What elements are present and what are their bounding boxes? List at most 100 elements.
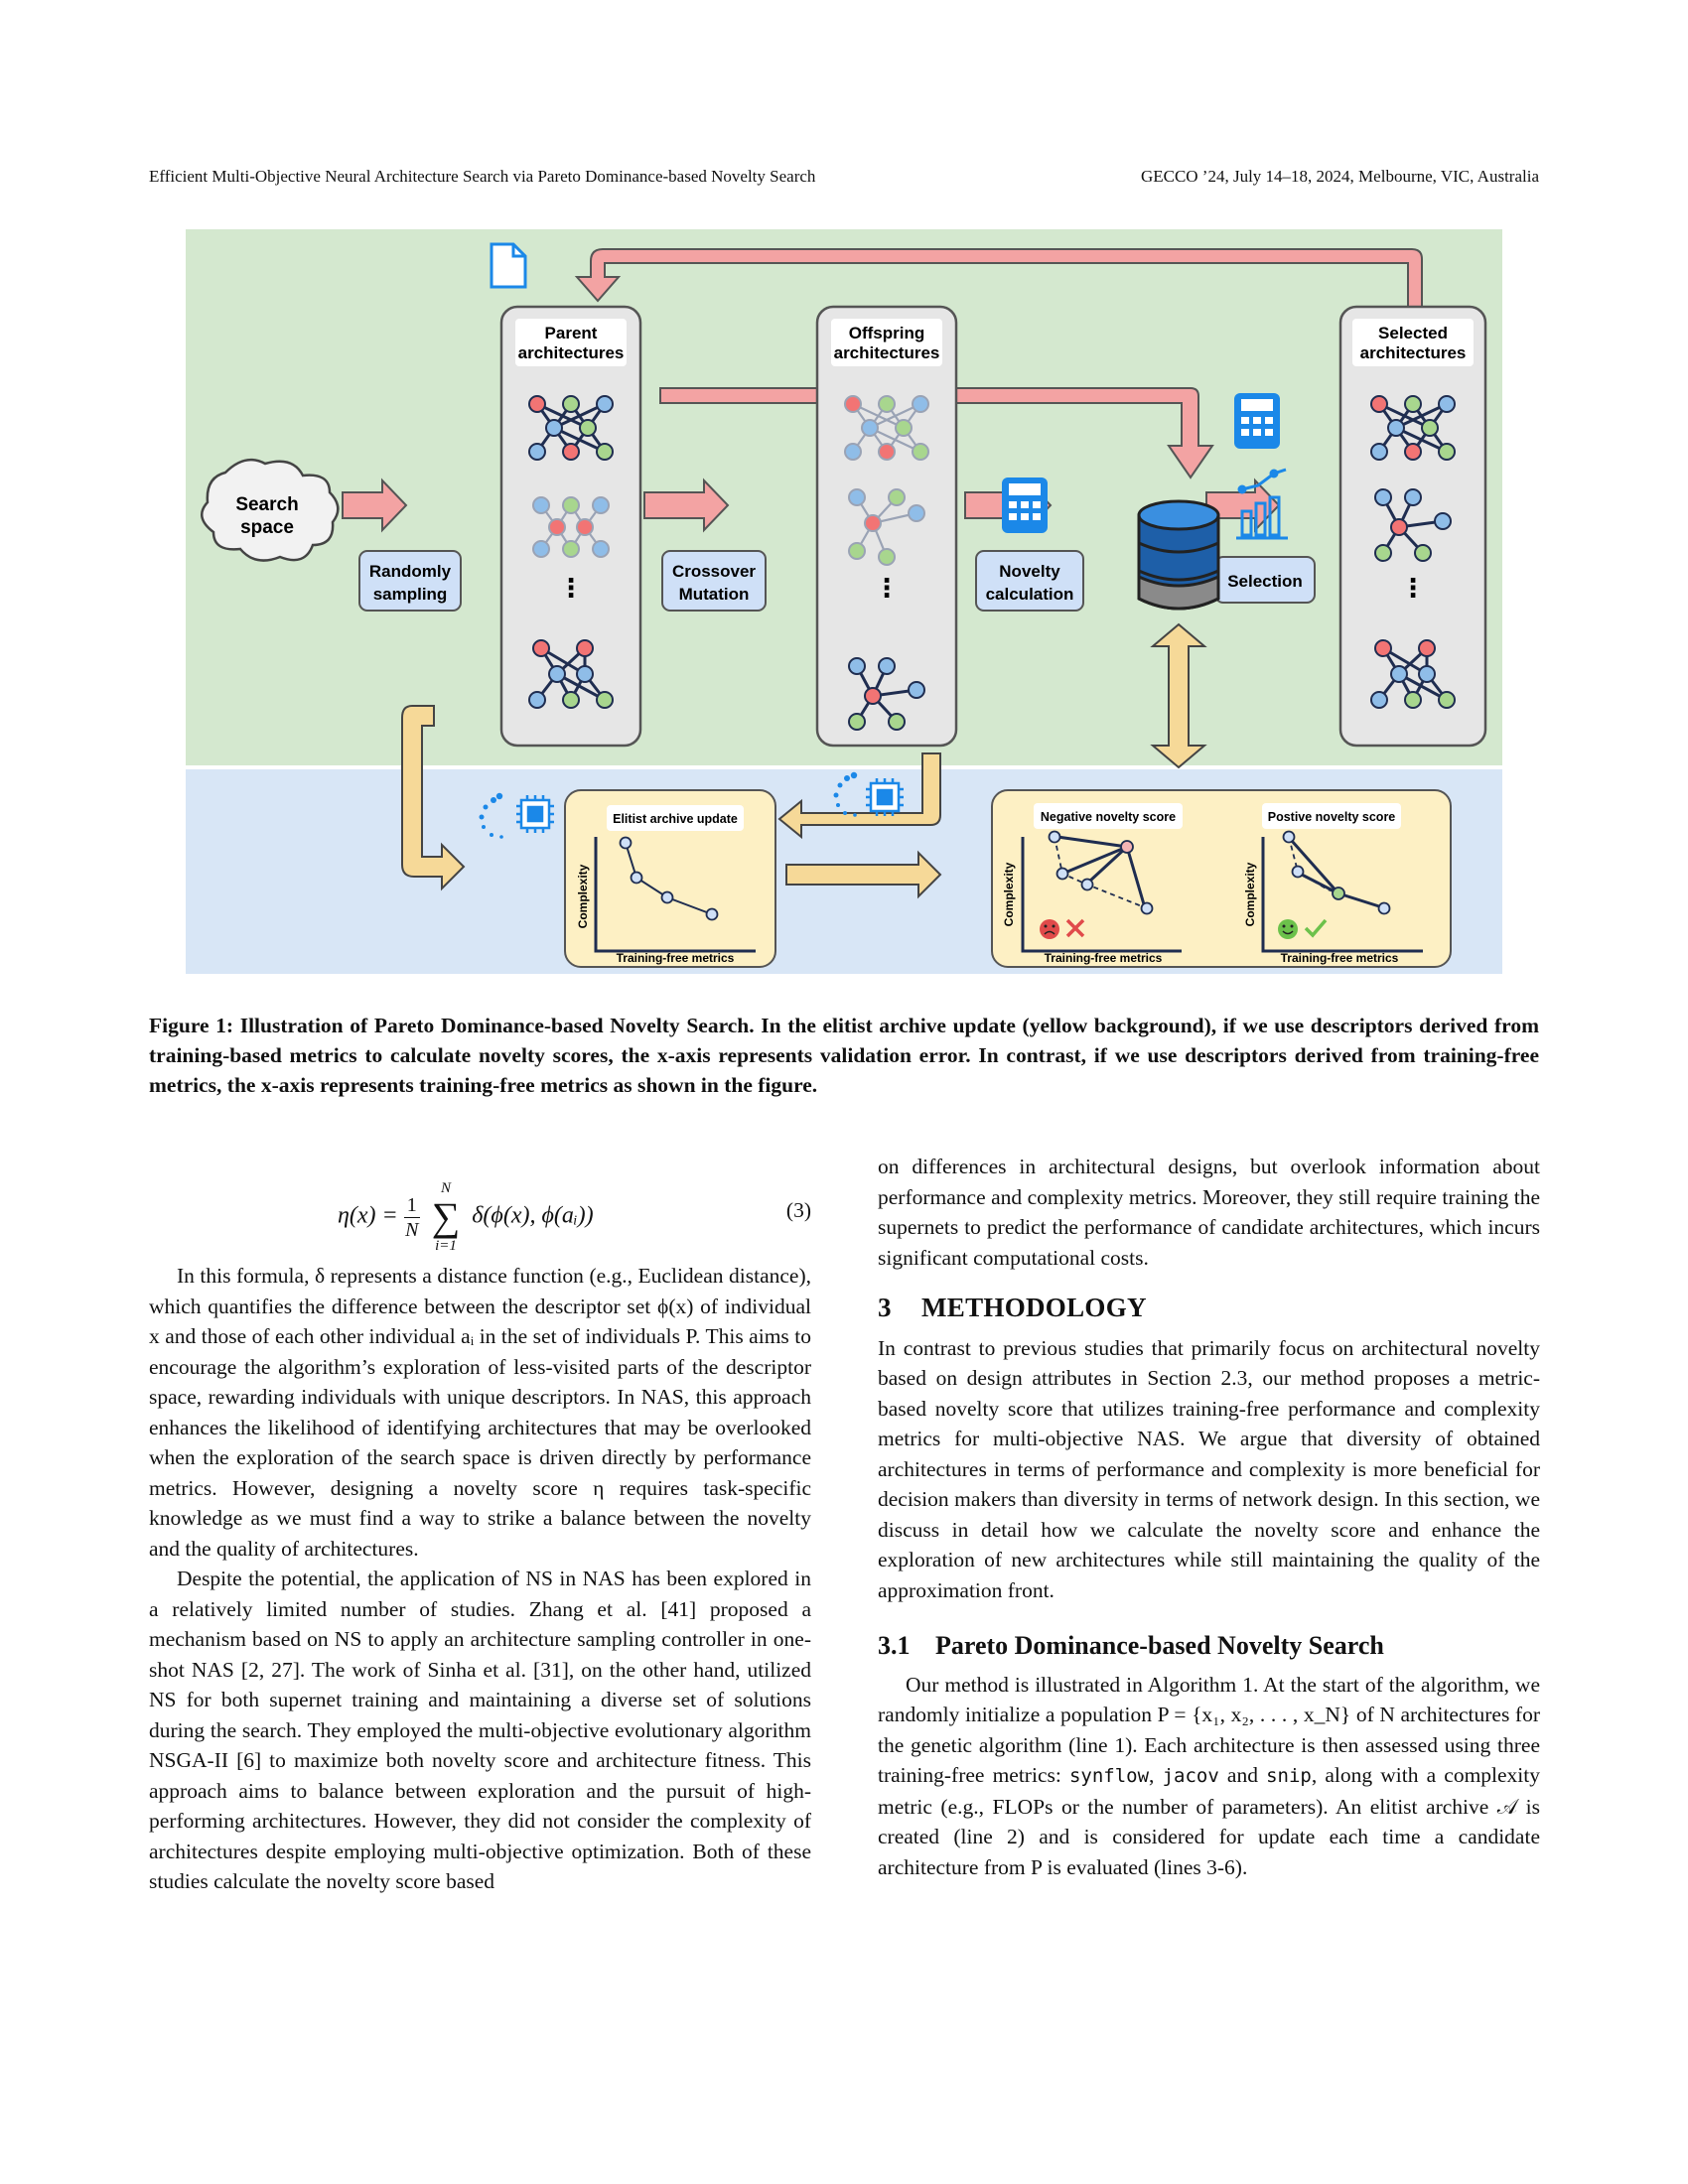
network-diagram [528,639,614,709]
network-node [864,514,882,532]
network-node [1404,443,1422,461]
elitist-y-axis-label: Complexity [576,864,590,928]
positive-x-axis-label: Training-free metrics [1281,951,1399,965]
network-edge [869,403,921,429]
network-node [908,681,925,699]
network-node [528,691,546,709]
equation-number: (3) [785,1198,811,1222]
metric-jacov: jacov [1162,1765,1219,1787]
network-edge [553,426,606,454]
equation-sum-bottom: i=1 [435,1238,457,1254]
process-labels: Randomly sampling Crossover Mutation Nov… [358,550,1316,612]
elitist-archive-panel: Elitist archive update Complexity Traini… [564,789,776,968]
network-node [1438,691,1456,709]
network-node [888,488,906,506]
network-node [908,504,925,522]
calculator-icon-2 [1234,393,1280,449]
network-node [1374,544,1392,562]
bar-chart-icon [1236,468,1288,540]
network-node [592,496,610,514]
network-node [878,548,896,566]
network-node [844,443,862,461]
parent-panel: Parent architectures ⋮ [499,305,642,748]
arrow-sampling [342,478,408,533]
equation-lhs: η(x) = [338,1202,398,1229]
network-node [562,540,580,558]
network-node [878,443,896,461]
network-node [562,443,580,461]
network-node [861,419,879,437]
chip-icon-2 [866,778,904,816]
section-heading: 3 METHODOLOGY [878,1293,1540,1323]
network-node [548,665,566,683]
negative-x-axis-label: Training-free metrics [1045,951,1163,965]
document-icon [490,242,527,289]
elitist-x-axis-label: Training-free metrics [617,951,735,965]
paragraph: In contrast to previous studies that pri… [878,1335,1540,1602]
network-node [1390,518,1408,536]
network-node [1404,488,1422,506]
network-node [528,395,546,413]
network-node [1374,488,1392,506]
network-diagram [1374,488,1452,562]
selected-ellipsis: ⋮ [1400,573,1426,603]
network-node [532,540,550,558]
network-node [912,443,929,461]
network-node [1374,639,1392,657]
network-diagrams [528,395,1456,731]
yellow-arrow-parent-to-archive [401,705,466,891]
paragraph: In this formula, δ represents a distance… [149,1264,811,1561]
section-title: METHODOLOGY [921,1293,1147,1322]
equation-sum: N ∑ i=1 [431,1180,461,1254]
parent-label-1: Parent [545,324,598,342]
equation-sum-top: N [441,1180,452,1196]
network-node [1414,544,1432,562]
selected-label-1: Selected [1378,324,1448,342]
novelty-label-2: calculation [986,585,1074,604]
network-node [576,639,594,657]
network-node [1370,443,1388,461]
paragraph-text: Our method is illustrated in Algorithm 1… [878,1672,1540,1788]
network-diagram [844,395,929,461]
equation-frac-den: N [405,1218,419,1241]
novelty-score-panel: Negative novelty score Postive novelty s… [991,789,1452,968]
elitist-archive-title: Elitist archive update [613,812,738,826]
network-node [848,488,866,506]
network-edge [556,672,606,702]
network-node [545,419,563,437]
chip-icon [516,795,554,833]
network-edge [553,402,606,430]
network-node [596,395,614,413]
offspring-ellipsis: ⋮ [874,573,900,603]
network-edge [1398,672,1448,702]
network-node [895,419,913,437]
network-diagram [1370,395,1456,461]
network-diagram [1370,639,1456,709]
right-column: on differences in architectural designs,… [878,1152,1540,1882]
network-node [1421,419,1439,437]
double-arrow [1150,622,1207,769]
equation-fraction: 1 N [403,1193,420,1242]
paragraph-text: and [1218,1763,1267,1787]
feedback-arrow [574,248,1423,315]
network-node [596,691,614,709]
crossover-label: Crossover [672,562,756,581]
network-node [1438,443,1456,461]
happy-face-icon [1278,919,1298,939]
section-number: 3 [878,1293,892,1322]
network-diagram [528,395,614,461]
paragraph: Despite the potential, the application o… [149,1567,811,1893]
subsection-title: Pareto Dominance-based Novelty Search [935,1631,1384,1660]
network-node [1370,691,1388,709]
network-diagram [848,657,925,731]
network-node [844,395,862,413]
network-node [596,443,614,461]
equation-3: η(x) = 1 N N ∑ i=1 δ(ϕ(x), ϕ(aᵢ)) (3) [149,1152,811,1261]
network-edge [869,427,921,453]
arrow-crossover [643,478,730,533]
network-node [576,665,594,683]
network-node [878,657,896,675]
network-node [848,657,866,675]
network-edge [1395,402,1448,430]
network-node [1418,665,1436,683]
